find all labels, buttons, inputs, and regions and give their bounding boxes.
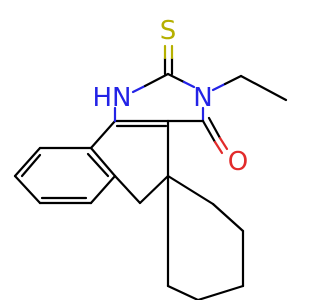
bond (89, 119, 117, 150)
benzene-ring (13, 146, 117, 205)
bond (213, 140, 224, 155)
bond (89, 174, 117, 205)
bond (138, 174, 170, 205)
bond (166, 174, 215, 206)
oxygen-atom-label: O (228, 147, 248, 177)
sulfur-atom-label: S (160, 16, 177, 46)
bond (20, 153, 42, 178)
bond (13, 174, 42, 205)
bond (211, 82, 227, 92)
bond (218, 136, 229, 151)
bond (113, 174, 142, 205)
bond (239, 74, 288, 102)
bond (201, 119, 217, 144)
pyrimidine-ring (113, 72, 205, 123)
bond (196, 284, 245, 300)
nh-atom-label: HN (93, 83, 132, 113)
bond (182, 80, 196, 89)
bond (13, 146, 42, 178)
bond (131, 84, 147, 94)
bond (211, 202, 245, 233)
molecule-structure-diagram: S HN N O (13, 16, 288, 300)
bond (207, 116, 222, 140)
bond (89, 146, 117, 178)
bond (166, 284, 200, 300)
bond (223, 74, 243, 86)
cyclohexane-ring (166, 174, 245, 300)
n-atom-label: N (193, 83, 212, 113)
bond (86, 152, 110, 178)
bond (166, 72, 186, 84)
dihydro-ring (89, 119, 170, 205)
bond (143, 72, 170, 88)
